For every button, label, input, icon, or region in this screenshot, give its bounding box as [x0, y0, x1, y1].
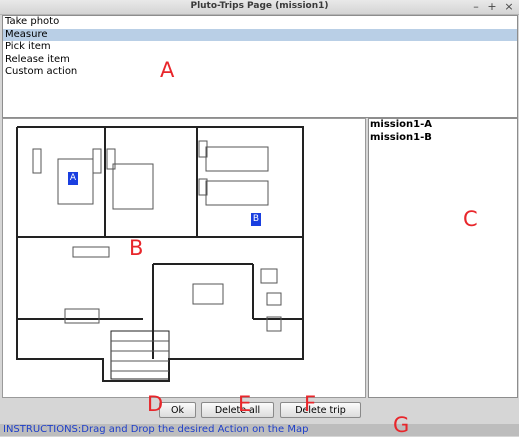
waypoint-marker-b[interactable]: B — [251, 213, 261, 226]
ok-button[interactable]: Ok — [159, 402, 196, 418]
callout-e: E — [238, 392, 252, 416]
callout-f: F — [304, 392, 317, 416]
maximize-icon[interactable]: + — [487, 0, 497, 13]
instructions-text: INSTRUCTIONS:Drag and Drop the desired A… — [3, 424, 309, 435]
trip-item[interactable]: mission1-B — [370, 131, 432, 143]
status-bar: INSTRUCTIONS:Drag and Drop the desired A… — [0, 424, 519, 436]
callout-a: A — [160, 58, 175, 82]
action-item[interactable]: Custom action — [5, 66, 78, 77]
action-list[interactable]: Take photo Measure Pick item Release ite… — [2, 15, 518, 118]
action-item[interactable]: Pick item — [5, 41, 51, 52]
action-item-selected[interactable]: Measure — [3, 28, 517, 41]
callout-d: D — [147, 392, 164, 416]
callout-c: C — [463, 207, 478, 231]
trip-list[interactable]: mission1-A mission1-B — [368, 118, 518, 398]
delete-all-button[interactable]: Delete all — [201, 402, 274, 418]
trip-item[interactable]: mission1-A — [370, 119, 433, 130]
delete-trip-button[interactable]: Delete trip — [280, 402, 361, 418]
action-item[interactable]: Take photo — [5, 16, 60, 27]
window-title: Pluto-Trips Page (mission1) — [190, 1, 329, 11]
action-item[interactable]: Release item — [5, 53, 70, 65]
close-icon[interactable]: × — [504, 0, 514, 13]
floor-plan[interactable] — [3, 119, 365, 397]
callout-b: B — [129, 236, 144, 260]
map-panel[interactable]: A B — [2, 118, 366, 398]
waypoint-marker-a[interactable]: A — [68, 172, 78, 185]
minimize-icon[interactable]: – — [473, 0, 479, 13]
callout-g: G — [393, 413, 410, 437]
title-bar: Pluto-Trips Page (mission1) – + × — [0, 0, 519, 15]
